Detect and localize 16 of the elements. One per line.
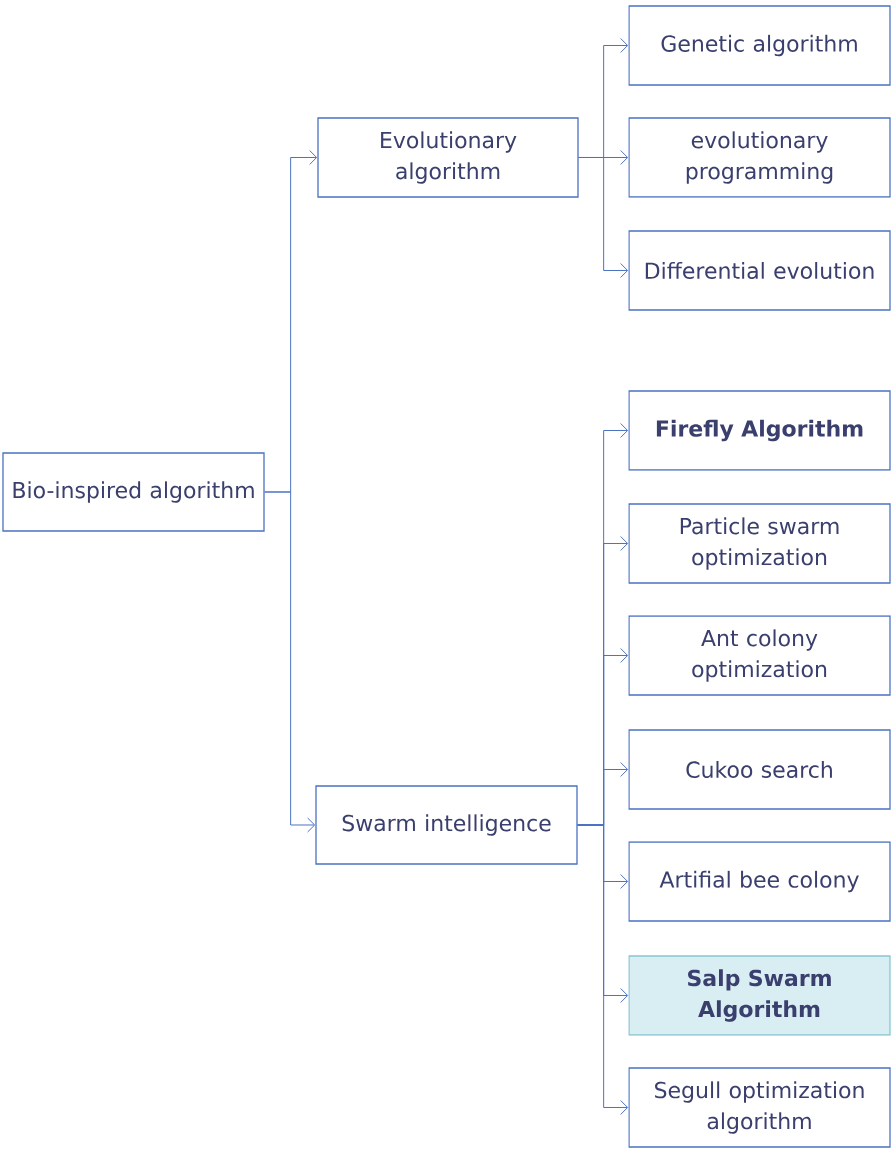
process-box: Swarm intelligence <box>315 785 578 865</box>
process-box: evolutionary programming <box>628 117 891 198</box>
arrow <box>578 157 629 278</box>
process-box: Cukoo search <box>628 729 891 810</box>
process-box: Segull optimization algorithm <box>628 1067 891 1148</box>
process-box: Genetic algorithm <box>628 5 891 86</box>
process-box: Ant colony optimization <box>628 615 891 696</box>
process-box: Evolutionary algorithm <box>317 117 579 198</box>
arrow <box>577 824 629 1115</box>
process-box: Bio-inspired algorithm <box>2 452 265 532</box>
process-box: Artifial bee colony <box>628 841 891 922</box>
process-box: Differential evolution <box>628 230 891 311</box>
arrow <box>264 491 316 833</box>
highlighted-box: Salp Swarm Algorithm <box>628 955 891 1036</box>
process-box: Particle swarm optimization <box>628 503 891 584</box>
process-box: Firefly Algorithm <box>628 390 891 471</box>
